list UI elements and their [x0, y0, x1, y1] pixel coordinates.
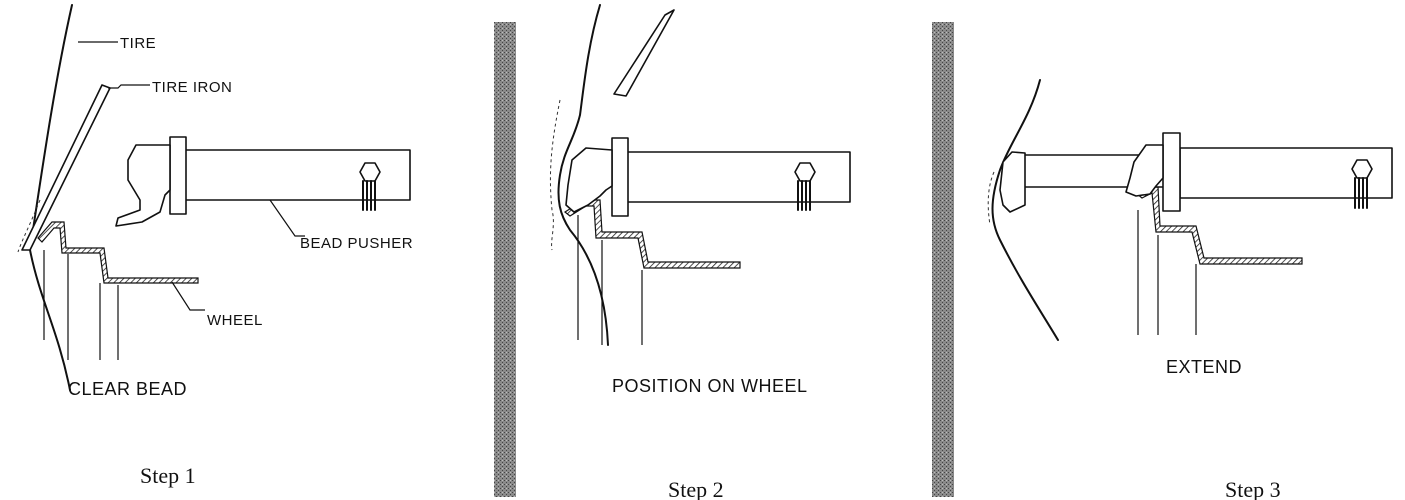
- hex-bolt: [1351, 159, 1373, 179]
- tire-iron: [613, 9, 675, 97]
- step-2-label: Step 2: [668, 477, 724, 500]
- bead-pusher: [115, 136, 411, 227]
- panel-step-3: EXTEND Step 3: [987, 79, 1393, 500]
- step-1-label: Step 1: [140, 463, 196, 488]
- tire-iron: [21, 84, 111, 251]
- hex-bolt: [359, 162, 381, 182]
- step-3-label: Step 3: [1225, 477, 1281, 500]
- tire-outline-dashed: [987, 171, 995, 226]
- wheel-rim: [37, 221, 199, 284]
- divider-bar-2: [932, 22, 954, 497]
- tire-iron-callout: TIRE IRON: [152, 79, 232, 96]
- caption-clear-bead: CLEAR BEAD: [68, 379, 187, 399]
- extended-pusher-pad: [999, 151, 1026, 213]
- bead-pusher: [565, 137, 851, 217]
- wheel-rim: [563, 199, 741, 269]
- panel-step-1: TIRE TIRE IRON BEAD PUSHER WHEEL CLEAR B…: [17, 4, 413, 488]
- wheel-callout: WHEEL: [207, 312, 263, 329]
- caption-position-on-wheel: POSITION ON WHEEL: [612, 376, 808, 396]
- tire-outline-dashed: [549, 99, 561, 251]
- caption-extend: EXTEND: [1166, 357, 1242, 377]
- tire: [991, 79, 1059, 341]
- bead-pusher: [1125, 132, 1393, 212]
- tire: [557, 4, 609, 346]
- panel-step-2: POSITION ON WHEEL Step 2: [549, 4, 851, 500]
- tire-callout: TIRE: [120, 35, 156, 52]
- tire-outline-dashed: [17, 199, 41, 253]
- divider-bar-1: [494, 22, 516, 497]
- wheel-rim: [1134, 186, 1303, 265]
- bead-pusher-callout: BEAD PUSHER: [300, 235, 413, 252]
- hex-bolt: [794, 162, 816, 182]
